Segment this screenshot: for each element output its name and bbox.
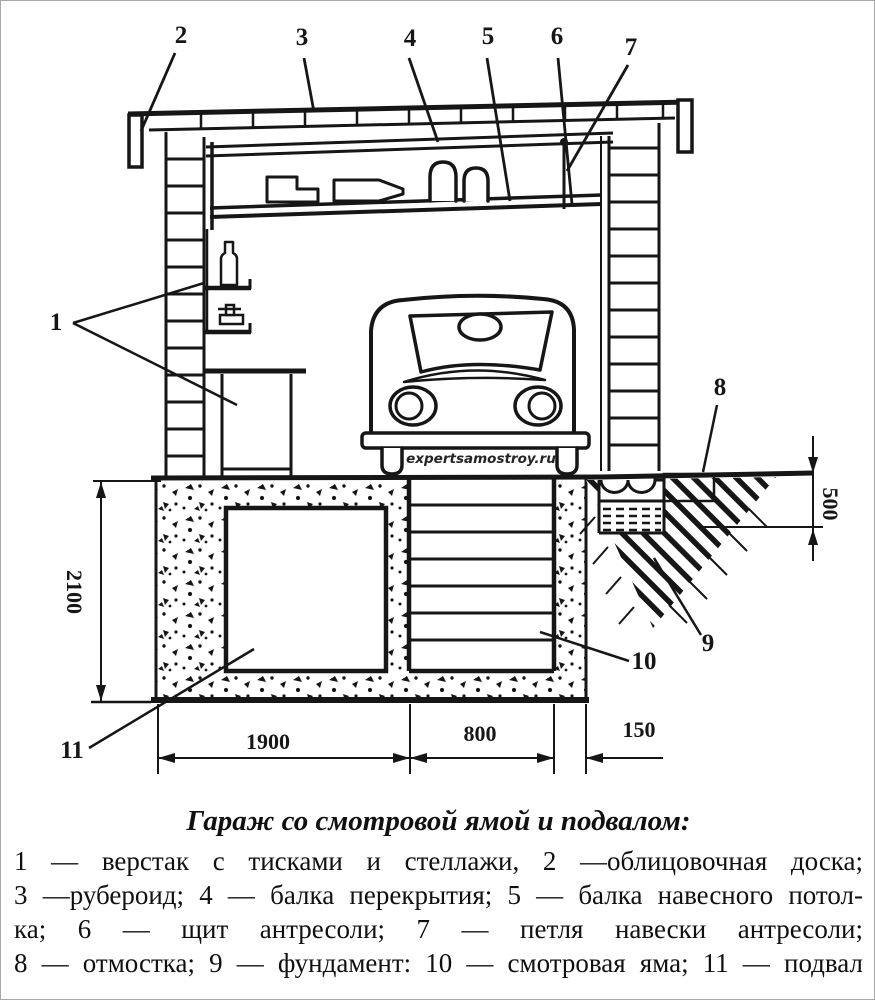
callout-1-label: 1 <box>50 309 63 336</box>
car <box>360 293 591 476</box>
watermark-text: expertsamostroy.ru <box>406 451 556 467</box>
callout-11-label: 11 <box>60 737 84 764</box>
basement-room <box>223 505 389 674</box>
foundation-block <box>597 474 666 535</box>
car-headlight-left <box>394 391 424 421</box>
wall-shelves <box>203 229 252 335</box>
car-bumper <box>360 431 591 450</box>
shelf-box <box>265 175 320 204</box>
shelf-jar-2 <box>462 166 490 203</box>
callout-3-label: 3 <box>296 24 309 51</box>
car-wheel-left <box>380 446 404 476</box>
left-wall <box>164 132 206 478</box>
facing-board-right <box>676 98 694 154</box>
callout-7-label: 7 <box>625 34 638 61</box>
dimension-500: 500 <box>701 436 843 561</box>
bottle-icon <box>219 240 239 287</box>
shelf-jar-1 <box>428 160 458 203</box>
legend-line-2: 3 —рубероид; 4 — балка перекрытия; 5 — б… <box>14 880 863 910</box>
callout-4-label: 4 <box>404 25 417 52</box>
roofing-felt-layer <box>127 99 691 117</box>
figure-caption: Гараж со смотровой ямой и подвалом: 1 — … <box>1 793 874 980</box>
legend-line-3: ка; 6 — щит антресоли; 7 — петля навески… <box>14 914 863 944</box>
roof <box>127 98 694 169</box>
callout-leaders <box>72 52 719 750</box>
ceiling-beam <box>205 131 614 158</box>
callout-10-label: 10 <box>632 648 657 675</box>
underground-structure <box>151 472 776 703</box>
facing-board-left <box>127 113 144 169</box>
right-wall <box>600 123 661 471</box>
dimension-bottom-row: 1900 800 150 <box>157 704 663 774</box>
callout-9-label: 9 <box>702 630 715 657</box>
callout-8-label: 8 <box>714 374 727 401</box>
dim-150-label: 150 <box>623 717 656 742</box>
callout-2-label: 2 <box>175 22 188 49</box>
car-headlight-right <box>527 391 557 421</box>
shelf-bottle-lying <box>332 178 405 203</box>
dim-800-label: 800 <box>464 721 497 746</box>
legend-line-4: 8 — отмостка; 9 — фундамент: 10 — смотро… <box>14 948 863 978</box>
car-mirror <box>457 312 503 342</box>
garage-section-diagram: expertsamostroy.ru 2100 500 1900 800 150 <box>50 22 843 774</box>
vise-icon <box>218 303 245 326</box>
dimension-2100: 2100 <box>62 480 161 704</box>
dim-1900-label: 1900 <box>246 729 290 754</box>
dim-2100-label: 2100 <box>62 570 87 614</box>
workbench <box>203 368 306 477</box>
callout-5-label: 5 <box>482 23 495 50</box>
callout-labels: 1 2 3 4 5 6 7 8 9 10 11 <box>50 22 727 764</box>
dim-500-label: 500 <box>818 488 843 521</box>
mezzanine-shelf <box>209 138 603 230</box>
figure-legend: 1 — верстак с тисками и стеллажи, 2 —обл… <box>1 838 874 980</box>
callout-6-label: 6 <box>551 23 564 50</box>
car-wheel-right <box>555 446 579 476</box>
car-windshield <box>408 310 554 374</box>
inspection-pit <box>406 478 557 674</box>
figure-title: Гараж со смотровой ямой и подвалом: <box>186 805 691 837</box>
car-hood-line <box>402 369 547 384</box>
ground-line <box>150 470 814 481</box>
legend-line-1: 1 — верстак с тисками и стеллажи, 2 —обл… <box>14 846 863 876</box>
concrete-mass <box>156 478 586 700</box>
